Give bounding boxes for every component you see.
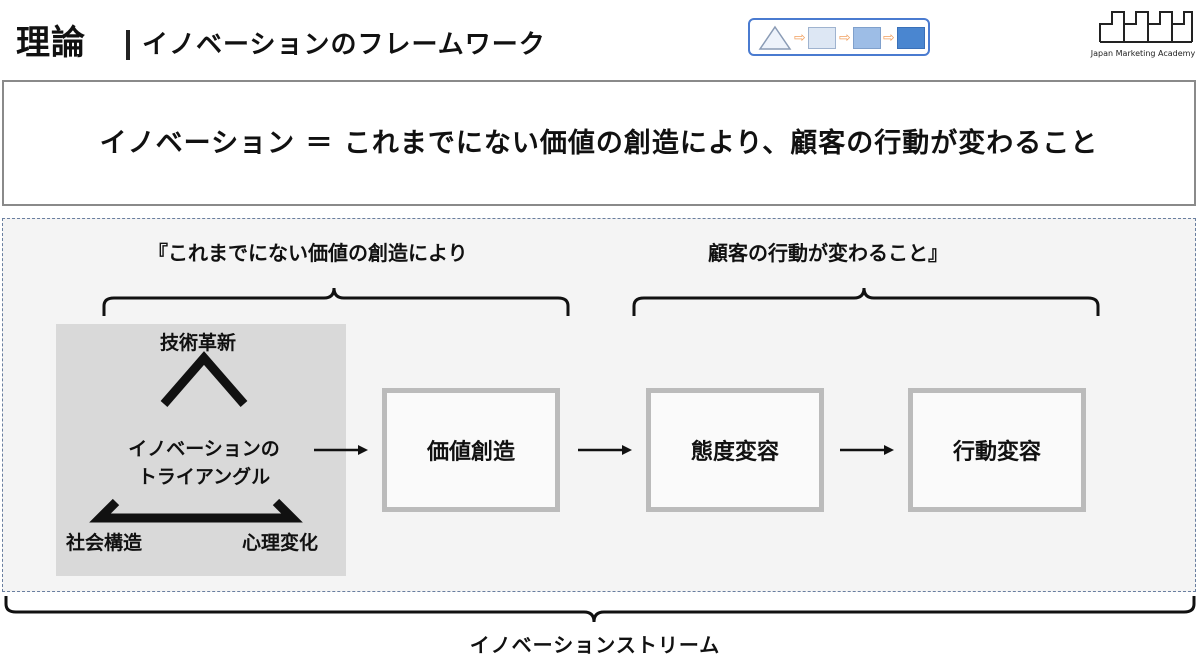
triangle-bottom-left-label: 社会構造 [66,532,143,554]
logo-text: Japan Marketing Academy [1090,49,1196,58]
progress-arrow-icon: ⇨ [839,30,851,46]
page-subtitle: イノベーションのフレームワーク [142,30,546,60]
progress-arrow-icon: ⇨ [883,30,895,46]
flow-arrow-icon [840,445,894,455]
innovation-stream-label: イノベーションストリーム [469,633,721,657]
definition-text: イノベーション ＝ これまでにない価値の創造により、顧客の行動が変わること [99,128,1099,159]
logo-icon [1099,11,1193,43]
behavior-change-box: 行動変容 [908,388,1086,512]
progress-step-3 [897,27,925,49]
left-brace [102,287,570,316]
left-brace-label: 『これまでにない価値の創造により [148,241,468,265]
page-title: 理論 [16,23,86,63]
progress-step-1 [808,27,836,49]
triangle-step-icon [758,25,792,50]
triangle-center-label-line1: イノベーションの [128,438,280,460]
flow-arrow-icon [578,445,632,455]
attitude-change-box: 態度変容 [646,388,824,512]
title-divider [126,30,130,60]
triangle-bottom-right-label: 心理変化 [242,532,319,554]
value-creation-box: 価値創造 [382,388,560,512]
innovation-triangle-icon [89,351,303,523]
right-brace-label: 顧客の行動が変わること』 [708,241,948,265]
triangle-center-label-line2: トライアングル [137,466,271,488]
flow-arrow-icon [314,445,368,455]
right-brace [632,287,1100,316]
triangle-top-label: 技術革新 [159,332,236,354]
progress-arrow-icon: ⇨ [794,30,806,46]
definition-box: イノベーション ＝ これまでにない価値の創造により、顧客の行動が変わること [2,80,1196,206]
progress-step-2 [853,27,881,49]
bottom-brace [4,596,1196,623]
section-progress-indicator: ⇨ ⇨ ⇨ [748,18,930,56]
